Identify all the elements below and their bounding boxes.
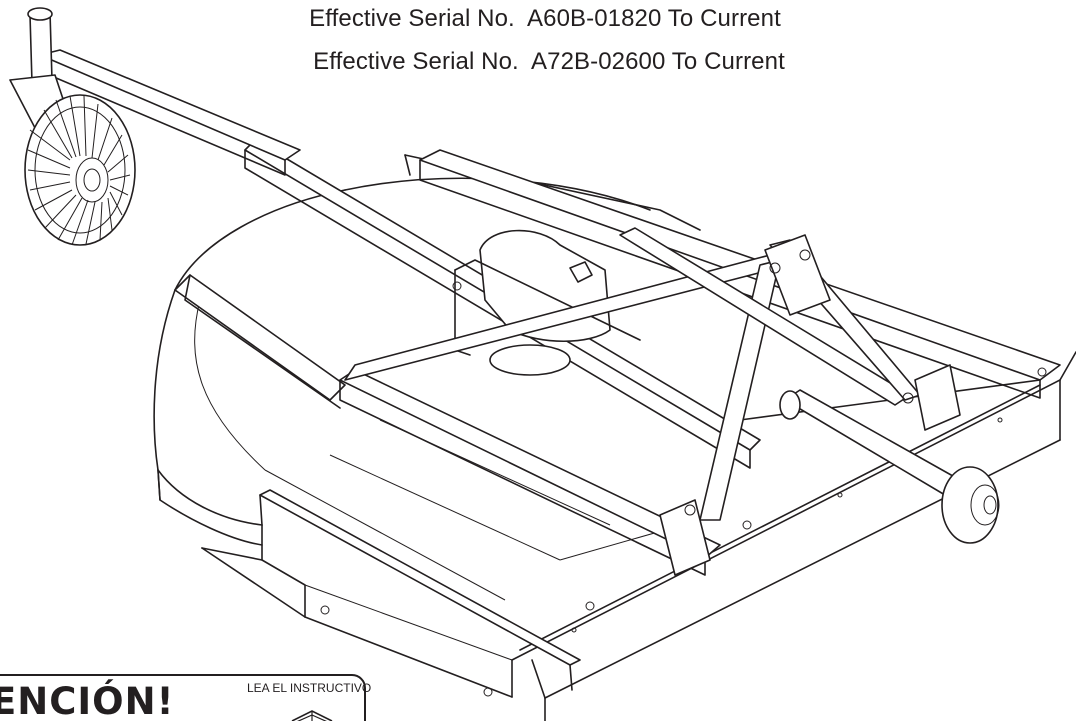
deck-shell	[153, 154, 1076, 721]
warning-subtext: LEA EL INSTRUCTIVO	[247, 681, 372, 695]
warning-label: ENCIÓN! LEA EL INSTRUCTIVO	[0, 668, 380, 721]
serial-number-line-2: Effective Serial No. A72B-02600 To Curre…	[313, 48, 785, 75]
tail-wheel	[24, 94, 136, 246]
serial-number-line-1: Effective Serial No. A60B-01820 To Curre…	[309, 5, 781, 32]
drive-shaft	[779, 389, 1000, 544]
open-manual-icon	[291, 710, 333, 721]
warning-heading: ENCIÓN!	[0, 680, 175, 721]
bolts	[320, 281, 1047, 697]
warning-label-border	[0, 674, 366, 721]
front-bar	[174, 274, 581, 691]
hitch-brackets	[659, 234, 961, 576]
braces	[344, 227, 921, 521]
